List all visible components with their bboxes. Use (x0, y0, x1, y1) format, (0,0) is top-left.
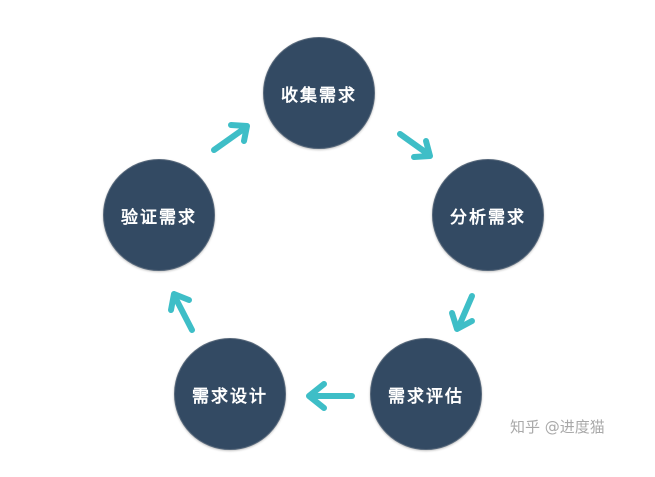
arrow-analyze-to-evaluate (449, 293, 475, 332)
arrow-design-to-verify (168, 291, 195, 333)
node-label: 分析需求 (450, 207, 526, 228)
node-analyze-requirements: 分析需求 (432, 159, 544, 271)
node-collect-requirements: 收集需求 (263, 37, 375, 149)
node-label: 需求设计 (192, 386, 268, 407)
watermark: 知乎 @进度猫 (510, 418, 605, 436)
node-label: 收集需求 (281, 85, 357, 106)
arrow-collect-to-analyze (397, 131, 433, 160)
node-design-requirements: 需求设计 (174, 338, 286, 450)
node-label: 需求评估 (388, 386, 464, 407)
arrow-evaluate-to-design (306, 381, 355, 411)
arrow-verify-to-collect (211, 122, 250, 153)
node-verify-requirements: 验证需求 (103, 159, 215, 271)
node-label: 验证需求 (121, 207, 197, 228)
node-evaluate-requirements: 需求评估 (370, 338, 482, 450)
